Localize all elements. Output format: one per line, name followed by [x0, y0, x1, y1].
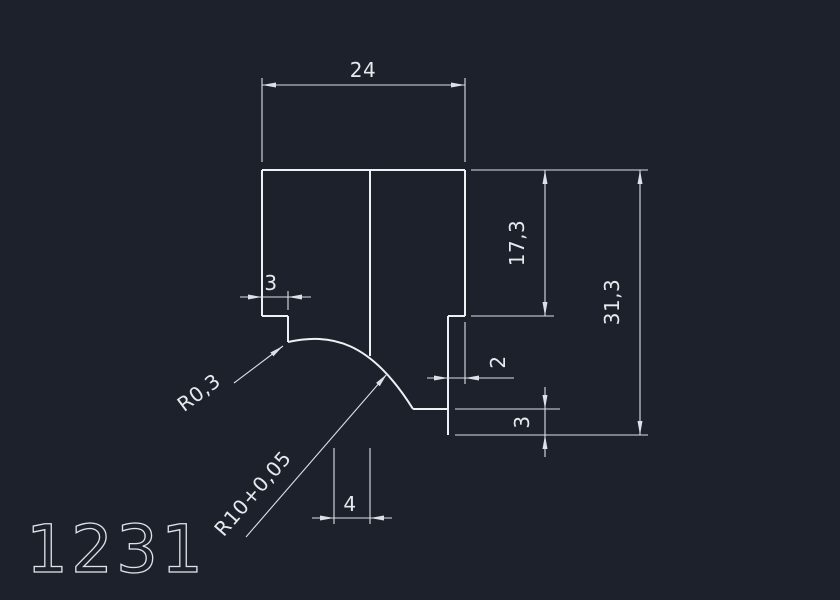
profile-arc — [287, 337, 414, 410]
dimension-text-total-height: 31,3 — [600, 279, 624, 326]
dimension-bottom-offset[interactable]: 4 — [312, 448, 392, 524]
dimension-top-width[interactable]: 24 — [261, 58, 466, 162]
leader-line — [233, 345, 284, 384]
dimension-text-bottom-offset: 4 — [343, 492, 356, 516]
dimension-text-top-width: 24 — [350, 58, 376, 82]
dimension-text-right-step: 2 — [486, 355, 510, 368]
leader-line — [245, 373, 388, 538]
part-number[interactable]: 1231 — [25, 510, 206, 588]
dimension-right-step[interactable]: 2 — [427, 322, 514, 384]
dimension-upper-height[interactable]: 17,3 — [471, 169, 648, 317]
dimension-text-left-step: 3 — [264, 271, 277, 295]
part-profile[interactable] — [261, 169, 466, 435]
dimension-total-height[interactable]: 31,3 — [455, 170, 648, 436]
dimension-text-bottom-step: 3 — [510, 415, 534, 428]
dimension-left-step[interactable]: 3 — [240, 271, 311, 310]
dimension-bottom-step[interactable]: 3 — [455, 387, 560, 457]
dimension-text-upper-height: 17,3 — [505, 220, 529, 267]
